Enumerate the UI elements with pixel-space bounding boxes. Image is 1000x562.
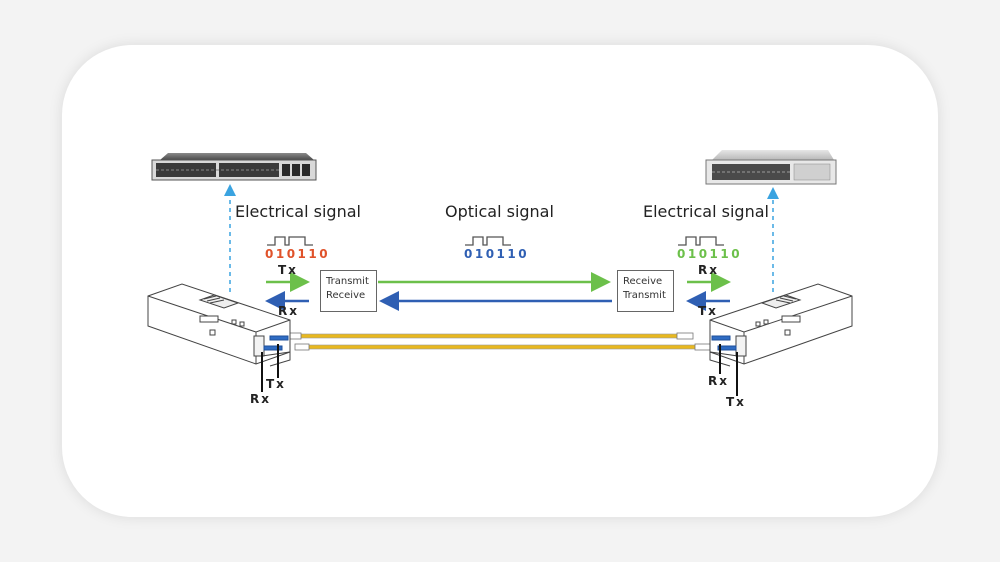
center-waveform bbox=[465, 236, 511, 246]
left-box-line1: Transmit bbox=[326, 276, 369, 287]
right-box-line2: Transmit bbox=[623, 290, 666, 301]
right-port-tx-label: Tx bbox=[726, 395, 746, 409]
left-port-tx-label: Tx bbox=[266, 377, 286, 391]
left-tx-arrow-label: Tx bbox=[278, 263, 298, 277]
fiber-cable-bottom bbox=[294, 343, 712, 351]
network-switch-icon bbox=[151, 153, 317, 181]
right-box-line1: Receive bbox=[623, 276, 663, 287]
right-sfp-module-icon bbox=[709, 283, 853, 367]
right-rx-arrow-label: Rx bbox=[698, 263, 719, 277]
right-waveform bbox=[678, 236, 724, 246]
left-electrical-signal-label: Electrical signal bbox=[235, 202, 361, 221]
left-transmit-receive-box: Transmit Receive bbox=[320, 270, 377, 312]
left-sfp-module-icon bbox=[147, 283, 291, 367]
left-bit-sequence: 010110 bbox=[265, 247, 331, 261]
right-electrical-signal-label: Electrical signal bbox=[643, 202, 769, 221]
left-waveform bbox=[267, 236, 313, 246]
optical-bit-sequence: 010110 bbox=[464, 247, 530, 261]
fiber-cable-top bbox=[286, 332, 694, 340]
right-bit-sequence: 010110 bbox=[677, 247, 743, 261]
optical-signal-label: Optical signal bbox=[445, 202, 554, 221]
left-box-line2: Receive bbox=[326, 290, 366, 301]
left-port-rx-label: Rx bbox=[250, 392, 271, 406]
right-receive-transmit-box: Receive Transmit bbox=[617, 270, 674, 312]
right-port-rx-label: Rx bbox=[708, 374, 729, 388]
router-icon bbox=[705, 150, 837, 185]
left-rx-arrow-label: Rx bbox=[278, 304, 299, 318]
right-tx-arrow-label: Tx bbox=[698, 304, 718, 318]
